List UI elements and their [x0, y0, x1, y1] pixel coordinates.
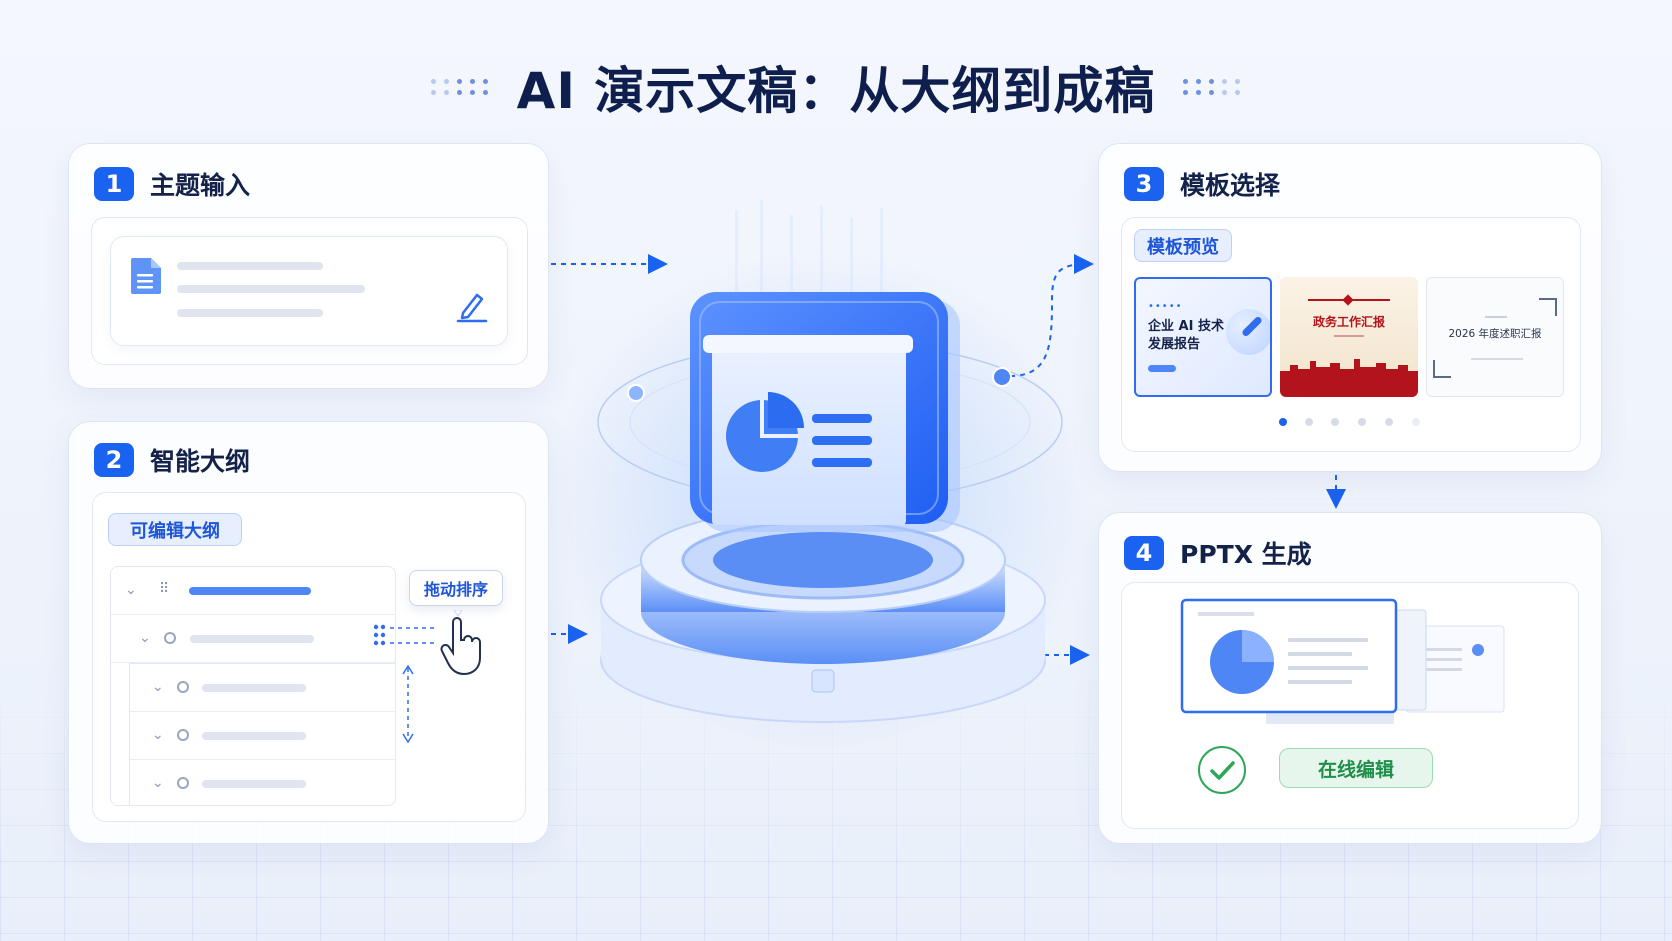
drag-indicator — [373, 610, 481, 744]
page-title: AI 演示文稿：从大纲到成稿 — [516, 62, 1156, 120]
template-gov-ornament-center — [1342, 294, 1354, 306]
template-corner-tr — [1539, 298, 1557, 316]
node-circle-icon — [177, 729, 189, 741]
outline-row-2[interactable]: ⌄ — [130, 664, 395, 712]
template-review-title: 2026 年度述职汇报 — [1448, 328, 1542, 340]
outline-item-bar — [190, 635, 314, 643]
step2-number: 2 — [94, 443, 134, 477]
step1-header: 1 主题输入 — [94, 166, 250, 202]
template-preview-chip: 模板预览 — [1134, 229, 1232, 262]
pen-icon[interactable] — [455, 289, 489, 323]
chevron-down-icon[interactable]: ⌄ — [152, 727, 164, 743]
chevron-down-icon[interactable]: ⌄ — [152, 679, 164, 695]
document-icon — [131, 258, 161, 294]
template-review-topline — [1485, 316, 1507, 318]
hand-pointer-icon — [440, 617, 481, 676]
orbit-orb-left — [627, 384, 645, 402]
node-circle-icon — [177, 777, 189, 789]
step4-number: 4 — [1124, 536, 1164, 570]
page-dot-5[interactable] — [1385, 418, 1393, 426]
step1-card: 1 主题输入 — [68, 143, 549, 389]
outline-tree: ⌄ ⠿ ⌄ ⌄ ⌄ — [110, 566, 396, 806]
step3-title: 模板选择 — [1180, 171, 1281, 200]
step3-header: 3 模板选择 — [1124, 166, 1280, 202]
template-tech-title-line1: 企业 AI 技术 — [1148, 319, 1224, 334]
step1-title: 主题输入 — [150, 171, 251, 200]
page-dot-3[interactable] — [1331, 418, 1339, 426]
title-dots-left — [430, 79, 489, 95]
placeholder-line-2 — [177, 285, 365, 293]
template-gov-title: 政务工作汇报 — [1312, 315, 1385, 329]
template-thumb-annual-review[interactable]: 2026 年度述职汇报 — [1426, 277, 1564, 397]
chevron-down-icon[interactable]: ⌄ — [125, 582, 137, 598]
outline-item-bar — [202, 780, 306, 788]
template-thumb-tech-report[interactable]: ••••• 企业 AI 技术 发展报告 — [1134, 277, 1272, 397]
step4-header: 4 PPTX 生成 — [1124, 535, 1312, 571]
template-corner-bl — [1433, 360, 1451, 378]
chevron-down-icon[interactable]: ⌄ — [139, 630, 151, 646]
node-circle-icon — [164, 632, 176, 644]
outline-row-4[interactable]: ⌄ — [130, 760, 395, 805]
pie-chart-icon — [1210, 630, 1274, 694]
step3-number: 3 — [1124, 167, 1164, 201]
template-tech-title-line2: 发展报告 — [1148, 337, 1201, 352]
template-review-subline — [1471, 358, 1523, 360]
topic-input-area — [91, 217, 528, 365]
step1-number: 1 — [94, 167, 134, 201]
step2-header: 2 智能大纲 — [94, 442, 250, 478]
outline-row-1[interactable]: ⌄ — [111, 615, 395, 663]
page-dot-4[interactable] — [1358, 418, 1366, 426]
check-icon — [1210, 761, 1235, 780]
success-check — [1198, 746, 1246, 794]
drag-sort-tooltip: 拖动排序 — [409, 570, 503, 606]
template-tech-button — [1148, 365, 1176, 372]
light-rays — [735, 200, 883, 300]
presentation-icon — [690, 292, 960, 532]
drag-handle-icon — [373, 624, 386, 646]
placeholder-line-1 — [177, 262, 323, 270]
node-circle-icon — [177, 681, 189, 693]
placeholder-line-3 — [177, 309, 323, 317]
page-dot-1[interactable] — [1279, 418, 1287, 426]
chevron-down-icon[interactable]: ⌄ — [152, 775, 164, 791]
page-dot-6[interactable] — [1412, 418, 1420, 426]
template-dots: ••••• — [1148, 301, 1183, 312]
outline-row-root[interactable]: ⌄ ⠿ — [111, 567, 395, 615]
title-row: AI 演示文稿：从大纲到成稿 — [0, 52, 1672, 122]
step4-title: PPTX 生成 — [1180, 540, 1312, 569]
outline-item-bar — [202, 732, 306, 740]
outline-item-bar — [202, 684, 306, 692]
online-edit-button[interactable]: 在线编辑 — [1279, 748, 1433, 788]
editable-outline-chip: 可编辑大纲 — [108, 513, 242, 546]
step2-title: 智能大纲 — [150, 447, 251, 476]
template-gov-subline — [1334, 335, 1364, 337]
skyline-graphic — [1280, 359, 1418, 397]
platform — [600, 507, 1046, 723]
topic-input-field[interactable] — [110, 236, 508, 346]
drag-handle-icon[interactable]: ⠿ — [159, 581, 170, 597]
pie-chart-icon — [726, 392, 804, 472]
outline-children: ⌄ ⌄ ⌄ — [129, 663, 395, 805]
orbit-orb-right — [992, 367, 1012, 387]
title-dots-right — [1183, 79, 1241, 95]
outline-row-3[interactable]: ⌄ — [130, 712, 395, 760]
pptx-slides-graphic — [1180, 598, 1505, 724]
template-thumb-gov-report[interactable]: 政务工作汇报 — [1280, 277, 1418, 397]
outline-title-bar — [189, 587, 311, 595]
page-dot-2[interactable] — [1305, 418, 1313, 426]
